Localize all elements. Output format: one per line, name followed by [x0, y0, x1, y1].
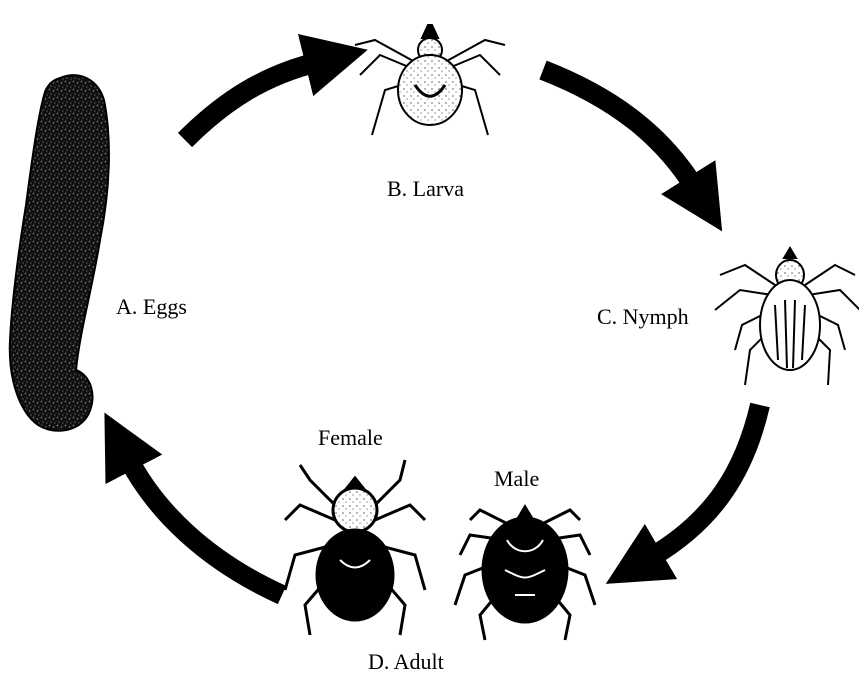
label-nymph: C. Nymph — [597, 306, 689, 328]
arrow-nymph-to-adult-icon — [650, 405, 760, 558]
label-larva: B. Larva — [387, 178, 464, 200]
arrow-eggs-to-larva-icon — [185, 62, 318, 140]
label-female: Female — [318, 427, 383, 449]
arrow-adult-to-eggs-icon — [128, 458, 282, 595]
arrow-larva-to-nymph-icon — [543, 70, 695, 188]
label-adult: D. Adult — [368, 651, 444, 673]
label-male: Male — [494, 468, 539, 490]
egg-mass-icon — [10, 75, 109, 430]
nymph-tick-icon — [715, 248, 859, 385]
female-tick-icon — [285, 460, 425, 635]
larva-tick-icon — [355, 25, 505, 135]
label-eggs: A. Eggs — [116, 296, 187, 318]
male-tick-icon — [455, 507, 595, 640]
